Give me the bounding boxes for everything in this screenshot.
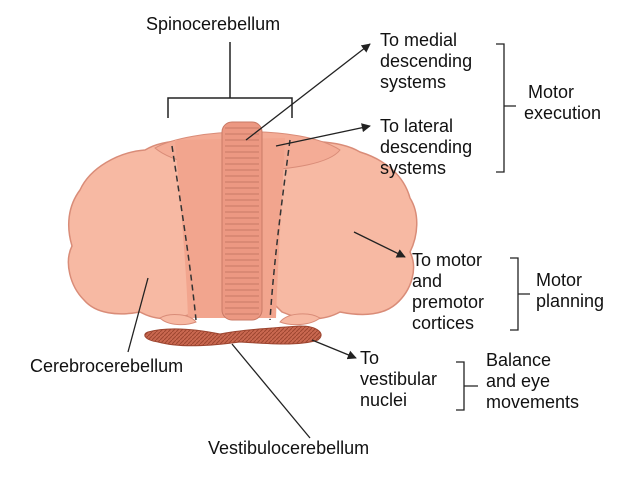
motor-execution-line-1: Motor — [528, 82, 575, 102]
balance-line-3: movements — [486, 392, 580, 412]
vestibulocerebellum-label: Vestibulocerebellum — [208, 438, 370, 458]
medial-line-2: descending — [380, 51, 473, 71]
medial-line-3: systems — [380, 72, 447, 92]
lateral-line-1: To lateral — [380, 116, 454, 136]
motor-cortices-line-2: and — [412, 271, 443, 291]
arrow-vestibular — [311, 339, 357, 360]
balance-line-1: Balance — [486, 350, 552, 370]
vestibular-output-label: To vestibular nuclei — [360, 348, 437, 411]
right-dashed-boundary — [269, 139, 291, 321]
cerebrocerebellum-pointer — [127, 277, 149, 353]
left-dashed-boundary — [171, 145, 197, 321]
balance-line-2: and eye — [486, 371, 551, 391]
right-hemisphere — [261, 140, 418, 320]
motor-cortices-output-label: To motor and premotor cortices — [412, 250, 484, 334]
vestibular-line-3: nuclei — [360, 390, 408, 410]
arrow-medial — [245, 43, 371, 141]
motor-execution-label: Motor execution — [524, 82, 601, 124]
motor-cortices-line-4: cortices — [412, 313, 475, 333]
vestibulocerebellum-shape — [144, 325, 322, 347]
vestibular-line-1: To — [360, 348, 380, 368]
vermis — [221, 121, 263, 321]
lateral-line-3: systems — [380, 158, 447, 178]
motor-planning-bracket — [510, 257, 530, 331]
balance-label: Balance and eye movements — [486, 350, 579, 413]
left-tonsil — [159, 314, 197, 326]
lateral-line-2: descending — [380, 137, 473, 157]
arrow-lateral — [275, 123, 371, 147]
spinocerebellum-label: Spinocerebellum — [146, 14, 281, 34]
arrow-motor-cortices — [353, 231, 406, 258]
motor-planning-line-1: Motor — [536, 270, 583, 290]
lateral-output-label: To lateral descending systems — [380, 116, 472, 179]
balance-bracket — [456, 361, 478, 411]
motor-execution-line-2: execution — [524, 103, 602, 123]
motor-planning-label: Motor planning — [536, 270, 604, 312]
motor-cortices-line-3: premotor — [412, 292, 485, 312]
vestibulocerebellum-pointer — [231, 343, 311, 439]
vestibular-line-2: vestibular — [360, 369, 438, 389]
right-tonsil — [279, 313, 321, 326]
spinocerebellum-bracket — [167, 42, 293, 118]
cerebrocerebellum-label: Cerebrocerebellum — [30, 356, 184, 376]
vermis-folia — [225, 127, 259, 315]
medial-output-label: To medial descending systems — [380, 30, 472, 93]
medial-line-1: To medial — [380, 30, 458, 50]
motor-execution-bracket — [496, 43, 516, 173]
motor-cortices-line-1: To motor — [412, 250, 483, 270]
motor-planning-line-2: planning — [536, 291, 605, 311]
